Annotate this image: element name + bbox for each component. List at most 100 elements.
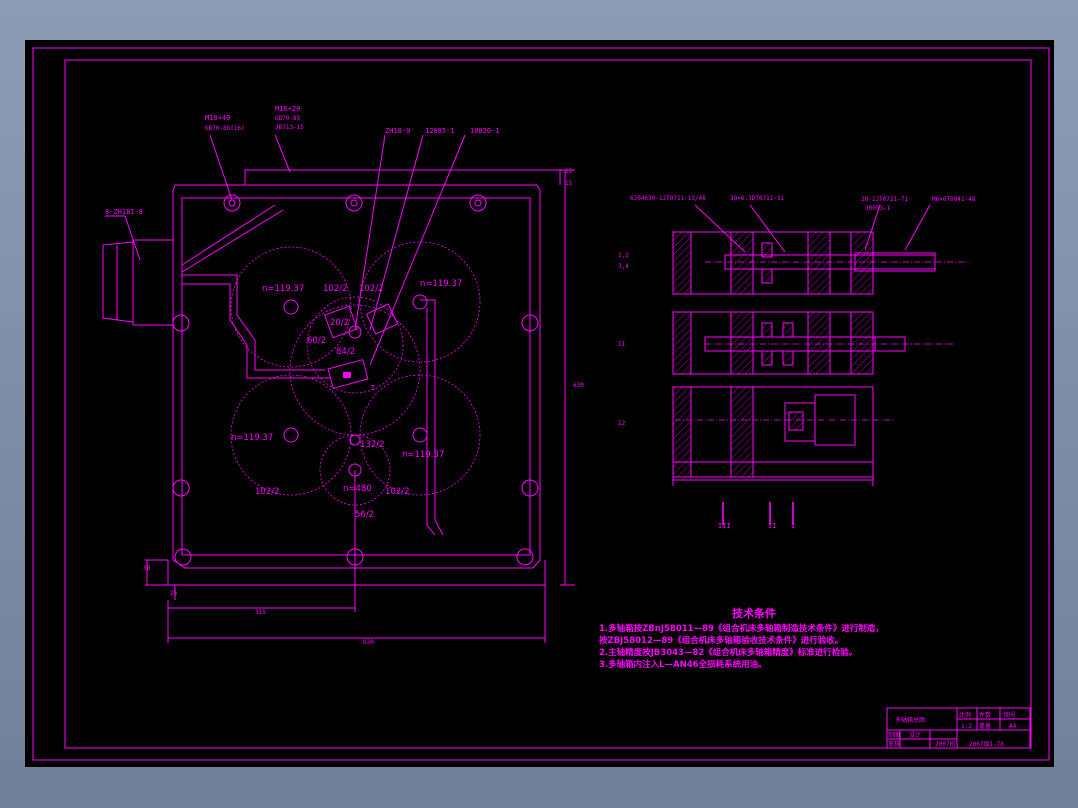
- bolt-hole: [345, 194, 363, 212]
- label-bolt2-b: GB70-85: [275, 115, 301, 122]
- section-top-label: M6×6T0841-48: [932, 196, 976, 203]
- hatch-wall: [850, 231, 874, 295]
- hatch-gear: [782, 322, 794, 338]
- tb-sheet-label: 图号: [1004, 712, 1016, 719]
- inner-border: [64, 59, 1032, 749]
- gear-circle: [359, 374, 481, 496]
- gear-circle: [306, 296, 404, 394]
- shaft: [412, 427, 428, 443]
- leader: [124, 215, 141, 261]
- leader: [904, 204, 931, 251]
- bolt-hole: [350, 199, 358, 207]
- label-roman: I: [371, 384, 375, 392]
- oil-pipe-diag: [181, 209, 284, 273]
- label-speed: n=480: [343, 484, 372, 494]
- pump-block: [327, 359, 369, 389]
- leader: [209, 134, 233, 201]
- tech-requirements: 技术条件 1.多轴箱按ZBnJ58011—89《组合机床多轴箱制造技术条件》进行…: [599, 606, 884, 670]
- tb-designer: 设计: [909, 731, 921, 739]
- tb-checked: 审核: [888, 740, 900, 748]
- motor-housing: [132, 239, 174, 326]
- pump-block: [324, 305, 358, 339]
- leader: [694, 204, 746, 253]
- label-gear: 102/2: [323, 284, 348, 294]
- tb-qty-label: 件数: [979, 711, 991, 719]
- bolt-hole: [474, 199, 482, 207]
- tb-code: 2007班: [935, 740, 955, 748]
- leader: [749, 204, 786, 253]
- section-top-label: 30×6.3DT0711-11: [730, 195, 785, 202]
- bolt-hole: [172, 314, 190, 332]
- section-top-label: 20-1JT0721-71: [861, 196, 908, 203]
- bolt-hole: [469, 194, 487, 212]
- label-gear: 20/2: [330, 318, 349, 328]
- dim-small: 15: [565, 180, 573, 187]
- section-row-label: 1,2: [618, 252, 629, 259]
- section-row-1: [672, 231, 874, 295]
- oil-pipe-right: [426, 308, 436, 536]
- label-gear: 132/2: [360, 440, 385, 450]
- section-view: [672, 204, 970, 525]
- label-motor: 8-ZH181-8: [105, 208, 143, 216]
- hatch-wall: [672, 231, 692, 295]
- section-row-label: II: [618, 341, 626, 348]
- label-part3: 10020-1: [470, 127, 500, 135]
- shaft-ext: [854, 252, 936, 272]
- label-speed: n=119.37: [262, 284, 304, 294]
- section-row-label: I2: [618, 420, 626, 427]
- section-row-3: [672, 386, 874, 478]
- tech-line: 1.多轴箱按ZBnJ58011—89《组合机床多轴箱制造技术条件》进行制造，: [599, 623, 884, 634]
- cad-canvas: M10×40 GB70-85(16) M16×20 GB70-85 JB713-…: [32, 47, 1050, 761]
- label-gear: 84/2: [336, 347, 355, 357]
- oil-pipe: [182, 283, 330, 379]
- label-gear: 60/2: [307, 336, 326, 346]
- oil-pipe-right: [420, 299, 444, 536]
- hatch-wall: [730, 231, 754, 295]
- label-part2: 12085-1: [425, 127, 455, 135]
- dim-small: 30: [143, 565, 151, 572]
- section-row-2: [672, 311, 874, 375]
- base-line: [167, 560, 546, 586]
- label-gear: 102/2: [385, 487, 410, 497]
- dim-630-v: 630: [573, 382, 584, 389]
- oil-pipe-diag: [181, 204, 276, 266]
- hatch-gear: [761, 268, 773, 284]
- hatch-wall: [850, 311, 874, 375]
- shaft: [283, 299, 299, 315]
- label-gear: 56/2: [355, 510, 374, 520]
- hatch-gear: [761, 242, 773, 258]
- tb-scale-label: 比例: [959, 711, 971, 719]
- front-view: [102, 134, 575, 643]
- section-bottom-label: II: [768, 522, 776, 530]
- hatch-wall: [672, 311, 692, 375]
- label-speed: n=119.37: [402, 450, 444, 460]
- leader: [369, 134, 466, 366]
- section-top-label: 6J04630-1JT0711-13/48: [630, 195, 706, 202]
- shaft: [412, 294, 428, 310]
- bolt-hole: [521, 479, 539, 497]
- dim-315: 315: [255, 609, 266, 616]
- label-bolt1-a: M10×40: [205, 114, 230, 122]
- hatch-wall: [730, 311, 754, 375]
- shaft: [283, 427, 299, 443]
- section-row-label: 3,4: [618, 263, 629, 270]
- hatch-wall: [807, 311, 831, 375]
- hatch-wall: [730, 386, 754, 478]
- tb-weight-label: 重量: [979, 722, 991, 730]
- tb-size: A4: [1009, 723, 1017, 730]
- bolt-hole: [228, 199, 236, 207]
- title-block-frame: [886, 707, 1031, 749]
- dim-small: 15: [565, 168, 573, 175]
- hatch-wall: [807, 231, 831, 295]
- oil-pipe: [182, 274, 325, 371]
- top-cap: [244, 169, 561, 185]
- tb-name: 多轴箱总图: [895, 716, 925, 724]
- shaft-end: [874, 336, 906, 352]
- label-bolt2-a: M16×20: [275, 105, 300, 113]
- label-bolt1-b: GB70-85(16): [205, 125, 245, 132]
- title-block: 多轴箱总图 比例 件数 图号 1:2 重量 A4 制图 审核 设计 2007班 …: [886, 707, 1031, 749]
- tb-number: 2007级1-78: [969, 740, 1004, 748]
- section-labels: 6J04630-1JT0711-13/48 30×6.3DT0711-11 20…: [618, 195, 976, 530]
- pump-fill: [343, 372, 351, 378]
- section-top-label: 3R053-1: [865, 205, 891, 212]
